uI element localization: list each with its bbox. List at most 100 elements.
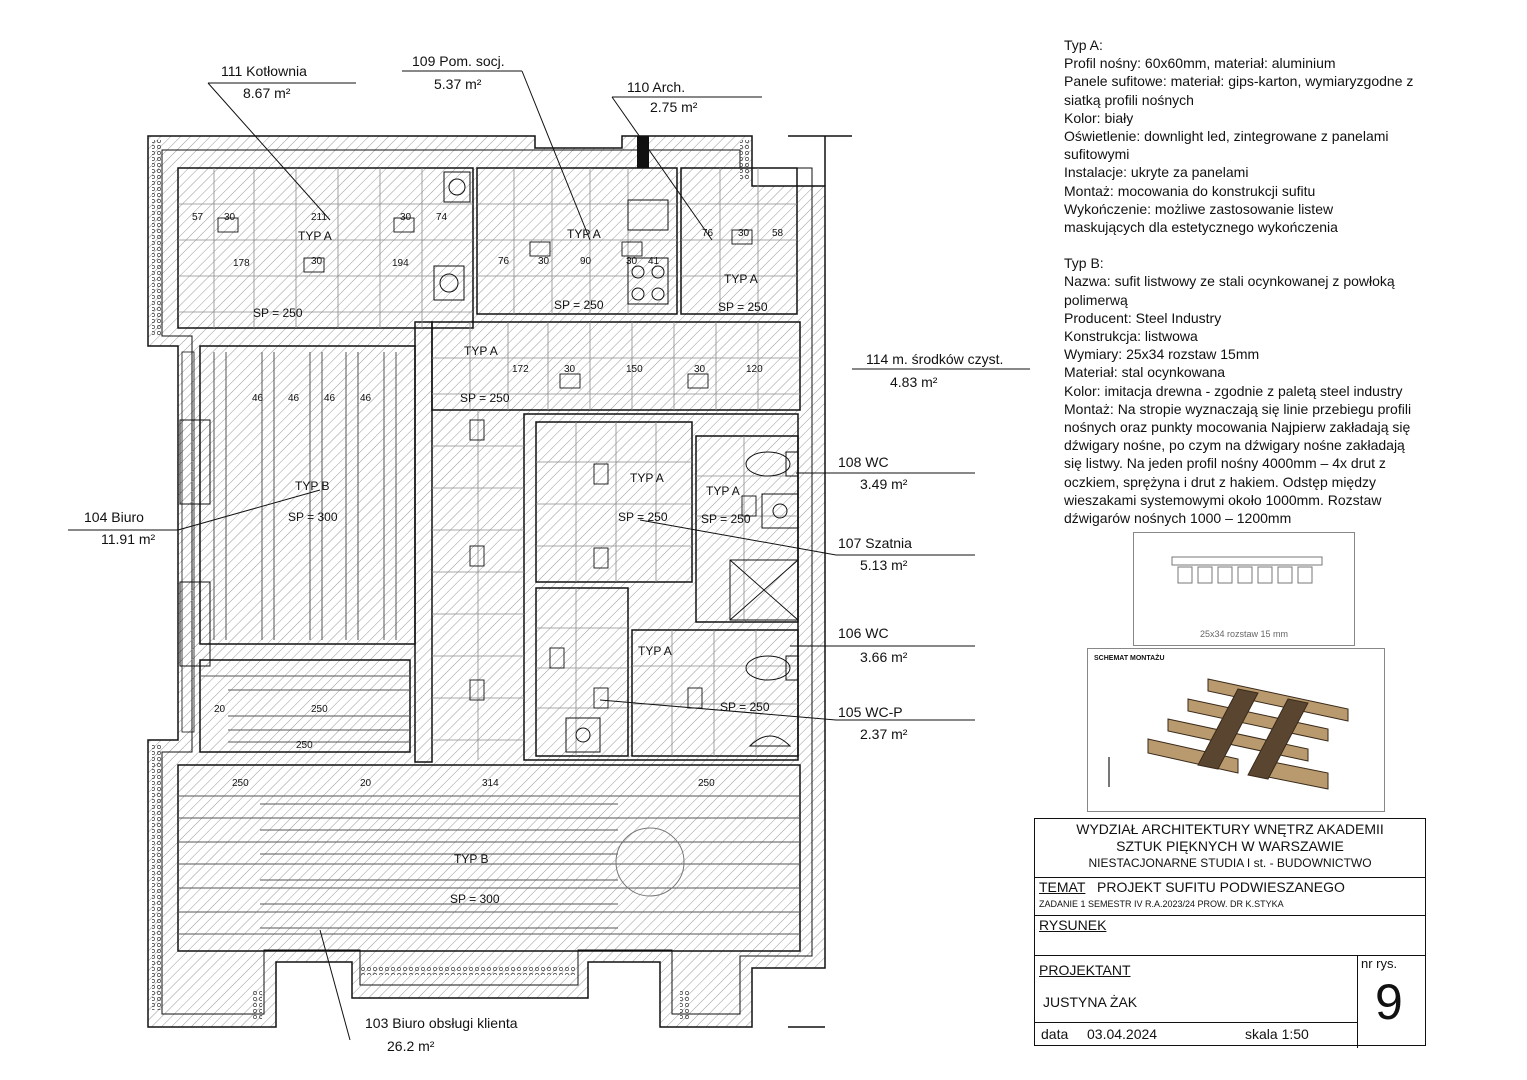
typ-b-label: TYP B: [295, 479, 329, 493]
dim-label: 30: [538, 256, 550, 267]
spec-line: Profil nośny: 60x60mm, materiał: alumini…: [1064, 55, 1336, 72]
dim-label: 30: [311, 256, 323, 267]
spec-line: Producent: Steel Industry: [1064, 309, 1222, 326]
room-105-name: 105 WC-P: [838, 704, 903, 720]
rysunek-row: RYSUNEK: [1035, 915, 1425, 956]
room-108-area: 3.49 m²: [860, 476, 908, 492]
room-104-name: 104 Biuro: [84, 509, 144, 525]
dim-label: 46: [252, 393, 264, 404]
specification: Typ A: Profil nośny: 60x60mm, materiał: …: [1064, 36, 1464, 527]
room-110-area: 2.75 m²: [650, 99, 698, 115]
dim-label: 76: [498, 256, 510, 267]
spec-line: Typ A:: [1064, 37, 1103, 53]
sp-label: SP = 250: [618, 510, 668, 524]
profile-drawing: [1171, 556, 1323, 584]
spec-line: Wymiary: 25x34 rozstaw 15mm: [1064, 346, 1260, 363]
typ-a-label: TYP A: [464, 344, 498, 358]
school-header: WYDZIAŁ ARCHITEKTURY WNĘTRZ AKADEMII SZT…: [1035, 819, 1425, 872]
spec-line: dźwigarów nośnych 1000 – 1200mm: [1064, 510, 1292, 527]
dim-label: 20: [214, 704, 226, 715]
spec-line: polimerwą: [1064, 291, 1128, 308]
room-106-name: 106 WC: [838, 625, 889, 641]
rysunek-label: RYSUNEK: [1039, 917, 1107, 933]
spec-line: sufitowymi: [1064, 146, 1130, 163]
temat-label: TEMAT: [1039, 879, 1086, 895]
dim-label: 57: [192, 212, 204, 223]
dim-label: 314: [482, 778, 499, 789]
spec-line: Materiał: stal ocynkowana: [1064, 364, 1226, 381]
spec-line: siatką profili nośnych: [1064, 91, 1194, 108]
room-108-name: 108 WC: [838, 454, 889, 470]
dim-label: 46: [324, 393, 336, 404]
dim-label: 30: [694, 364, 706, 375]
projektant-row: PROJEKTANT JUSTYNA ŻAK data 03.04.2024 s…: [1035, 955, 1425, 1048]
dim-label: 90: [580, 256, 592, 267]
dim-label: 150: [626, 364, 643, 375]
schema-title: SCHEMAT MONTAŻU: [1094, 655, 1165, 662]
sp-label: SP = 250: [460, 391, 510, 405]
room-104-outline: [199, 345, 416, 645]
room-103-area: 26.2 m²: [387, 1038, 435, 1054]
sp-label: SP = 300: [288, 510, 338, 524]
spec-line: oczkiem, sprężyna i drut z hakiem. Odstę…: [1064, 473, 1377, 490]
drawing-number: 9: [1375, 974, 1403, 1030]
dim-label: 20: [360, 778, 372, 789]
room-106-area: 3.66 m²: [860, 649, 908, 665]
dim-label: 172: [512, 364, 529, 375]
sp-label: SP = 250: [720, 700, 770, 714]
spec-line: Kolor: biały: [1064, 109, 1134, 126]
dim-label: 41: [648, 256, 660, 267]
sp-label: SP = 250: [718, 300, 768, 314]
schema-image: SCHEMAT MONTAŻU: [1087, 648, 1385, 812]
room-109-name: 109 Pom. socj.: [412, 53, 505, 69]
school-line: NIESTACJONARNE STUDIA I st. - BUDOWNICTW…: [1088, 856, 1372, 870]
spec-line: się listwy. Na jeden profil nośny 4000mm…: [1064, 455, 1386, 472]
dim-label: 30: [224, 212, 236, 223]
spec-line: Montaż: Na stropie wyznaczają się linie …: [1064, 400, 1412, 417]
room-114-area: 4.83 m²: [890, 374, 938, 390]
spec-line: Nazwa: sufit listwowy ze stali ocynkowan…: [1064, 273, 1395, 290]
dim-label: 250: [698, 778, 715, 789]
dim-label: 178: [233, 258, 250, 269]
typ-a-grid: [178, 168, 800, 760]
drawing-number-label: nr rys.: [1361, 956, 1398, 971]
typ-a-label: TYP A: [706, 484, 740, 498]
zadanie: ZADANIE 1 SEMESTR IV R.A.2023/24 PROW. D…: [1039, 899, 1284, 909]
dim-label: 250: [296, 740, 313, 751]
dim-label: 30: [738, 228, 750, 239]
room-107-name: 107 Szatnia: [838, 535, 912, 551]
temat-row: TEMAT PROJEKT SUFITU PODWIESZANEGO ZADAN…: [1035, 877, 1425, 916]
schema-drawing: [1108, 678, 1349, 790]
sp-label: SP = 250: [701, 512, 751, 526]
room-105-area: 2.37 m²: [860, 726, 908, 742]
dim-label: 30: [400, 212, 412, 223]
spec-line: Oświetlenie: downlight led, zintegrowane…: [1064, 128, 1389, 145]
dim-label: 46: [360, 393, 372, 404]
scale-value: skala 1:50: [1245, 1026, 1309, 1042]
spec-line: Kolor: imitacja drewna - zgodnie z palet…: [1064, 382, 1403, 399]
typ-b-label: TYP B: [454, 852, 488, 866]
profile-image: 25x34 rozstaw 15 mm: [1133, 532, 1355, 646]
spec-line: Wykończenie: możliwe zastosowanie listew: [1064, 200, 1334, 217]
typ-a-label: TYP A: [630, 471, 664, 485]
projektant-label: PROJEKTANT: [1039, 962, 1131, 978]
spec-line: maskujących dla estetycznego wykończenia: [1064, 219, 1338, 236]
dim-label: 211: [311, 212, 327, 223]
room-109-area: 5.37 m²: [434, 76, 482, 92]
room-103-name: 103 Biuro obsługi klienta: [365, 1015, 518, 1031]
spec-line: nośnych oraz punkty mocowania Najpierw z…: [1064, 419, 1411, 436]
dim-label: 30: [564, 364, 576, 375]
room-111-name: 111 Kotłownia: [221, 63, 307, 79]
typ-a-label: TYP A: [298, 229, 332, 243]
school-line: WYDZIAŁ ARCHITEKTURY WNĘTRZ AKADEMII: [1076, 821, 1384, 837]
spec-line: Panele sufitowe: materiał: gips-karton, …: [1064, 73, 1414, 90]
dim-label: 76: [702, 228, 714, 239]
profile-caption: 25x34 rozstaw 15 mm: [1199, 629, 1289, 639]
room-114-name: 114 m. środków czyst.: [866, 351, 1003, 367]
title-block: WYDZIAŁ ARCHITEKTURY WNĘTRZ AKADEMII SZT…: [1034, 818, 1426, 1048]
dim-label: 250: [232, 778, 249, 789]
room-111-area: 8.67 m²: [243, 85, 291, 101]
dim-label: 120: [746, 364, 763, 375]
typ-b-slats: [178, 352, 800, 935]
